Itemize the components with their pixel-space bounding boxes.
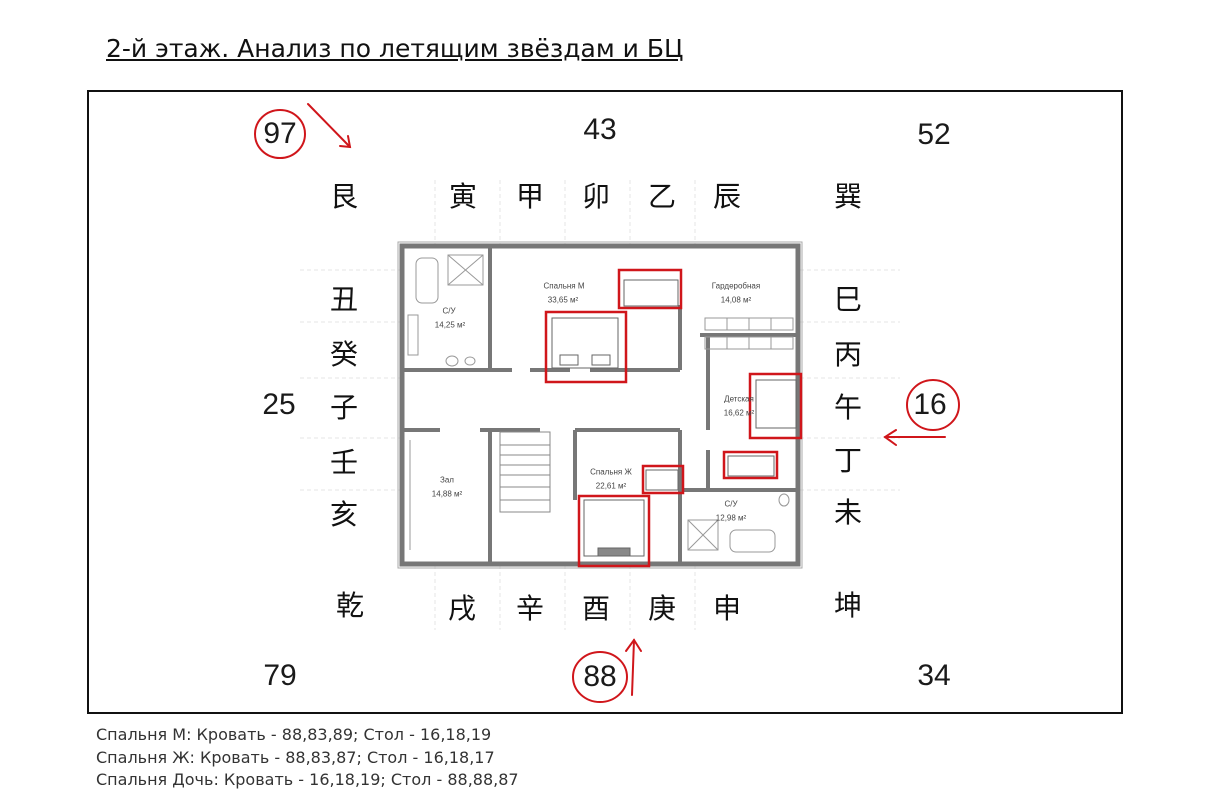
mountain-left-2: 癸	[329, 338, 359, 371]
room-kids: Детская	[724, 394, 754, 404]
room-wardrobe: Гардеробная	[711, 281, 761, 291]
room-bath1: С/У	[442, 306, 456, 316]
star-w: 25	[262, 388, 296, 421]
mountain-bottom-6: 申	[712, 592, 742, 625]
mountain-top-2: 寅	[448, 180, 478, 213]
star-ne: 52	[917, 118, 951, 151]
mountain-right-5: 未	[833, 496, 863, 529]
mountain-left-3: 子	[329, 391, 359, 424]
diagram-frame	[87, 90, 1123, 714]
room-hall-area: 14,88 м²	[431, 489, 463, 499]
note-daughter-bedroom: Спальня Дочь: Кровать - 16,18,19; Стол -…	[96, 770, 519, 789]
fixtures	[407, 254, 794, 553]
room-bath1-area: 14,25 м²	[434, 320, 466, 330]
kids-bed-box	[748, 372, 803, 440]
note-master-bedroom: Спальня М: Кровать - 88,83,89; Стол - 16…	[96, 725, 492, 744]
star-sw: 79	[263, 659, 297, 692]
arrow-97	[307, 103, 351, 148]
room-wardrobe-area: 14,08 м²	[720, 295, 752, 305]
mountain-right-1: 巳	[833, 283, 863, 316]
circle-88	[572, 651, 628, 703]
star-s: 88	[583, 660, 617, 693]
star-circles	[254, 109, 960, 703]
page-title: 2-й этаж. Анализ по летящим звёздам и БЦ	[106, 34, 684, 63]
master-bed-box	[544, 310, 628, 384]
highlight-boxes	[544, 268, 803, 568]
mountain-right-4: 丁	[833, 444, 863, 477]
furniture	[551, 279, 797, 557]
room-hall: Зал	[440, 475, 454, 485]
wife-desk-box	[641, 464, 685, 495]
mountain-bottom-1: 乾	[335, 589, 365, 622]
interior-walls	[402, 246, 798, 564]
mountain-top-6: 辰	[712, 180, 742, 213]
circle-97	[254, 109, 306, 159]
mountain-bottom-3: 辛	[515, 592, 545, 625]
kids-desk-box	[722, 450, 779, 480]
note-wife-bedroom: Спальня Ж: Кровать - 88,83,87; Стол - 16…	[96, 747, 495, 767]
room-bath2: С/У	[724, 499, 738, 509]
mountain-top-7: 巽	[833, 180, 863, 213]
star-nw: 97	[263, 117, 297, 150]
mountain-top-5: 乙	[647, 180, 677, 213]
mountain-left-4: 壬	[329, 446, 359, 479]
star-n: 43	[583, 113, 617, 146]
mountain-top-4: 卯	[581, 180, 611, 213]
room-bath2-area: 12,98 м²	[715, 513, 747, 523]
mountain-left-5: 亥	[329, 498, 359, 531]
mountain-bottom-4: 酉	[581, 592, 611, 625]
mountain-bottom-2: 戌	[447, 592, 477, 625]
star-se: 34	[917, 659, 951, 692]
mountain-top-1: 艮	[329, 180, 359, 213]
placement-notes: Спальня М: Кровать - 88,83,89; Стол - 16…	[96, 724, 519, 792]
outer-walls	[399, 243, 801, 567]
arrow-88	[631, 639, 635, 696]
room-master-bedroom-area: 33,65 м²	[547, 295, 579, 305]
room-wife-bedroom-area: 22,61 м²	[595, 481, 627, 491]
mountain-bottom-5: 庚	[647, 592, 677, 625]
mountain-right-2: 丙	[833, 338, 863, 371]
mountain-left-1: 丑	[329, 283, 359, 316]
room-master-bedroom: Спальня М	[543, 281, 585, 291]
master-desk-box	[617, 268, 683, 310]
room-wife-bedroom: Спальня Ж	[590, 467, 632, 477]
wife-bed-box	[577, 494, 651, 568]
room-kids-area: 16,62 м²	[723, 408, 755, 418]
guide-lines	[300, 180, 900, 630]
circle-16	[906, 379, 960, 431]
stairs	[499, 431, 551, 513]
mountain-bottom-7: 坤	[833, 589, 863, 622]
star-e: 16	[913, 388, 947, 421]
mountain-right-3: 午	[833, 391, 863, 424]
arrows	[307, 103, 946, 696]
mountain-top-3: 甲	[515, 180, 545, 213]
